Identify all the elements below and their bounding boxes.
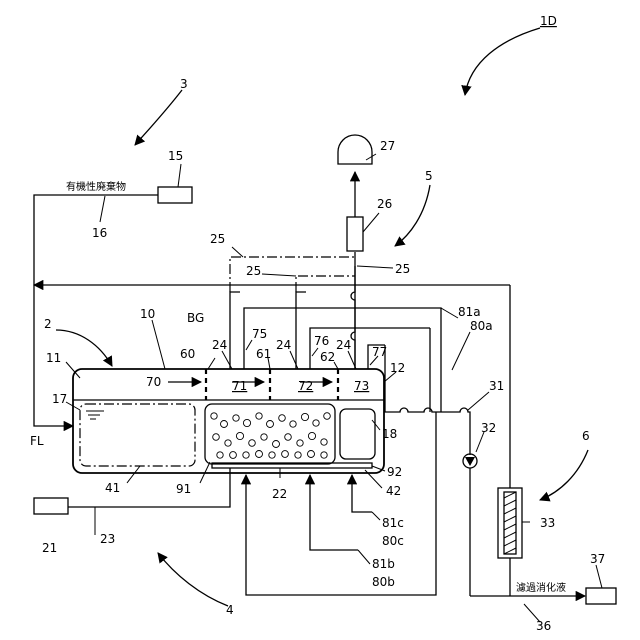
label-26: 26 <box>377 197 392 211</box>
label-73: 73 <box>354 379 369 393</box>
pointer-arrow-2 <box>56 330 112 366</box>
label-42: 42 <box>386 484 401 498</box>
bottom-line-4 <box>246 412 436 595</box>
label-25c: 25 <box>395 262 410 276</box>
label-16: 16 <box>92 226 107 240</box>
label-25a: 25 <box>210 232 225 246</box>
gas-meter-26 <box>347 217 363 251</box>
label-15: 15 <box>168 149 183 163</box>
pointer-arrow-4 <box>158 553 228 606</box>
label-77: 77 <box>372 345 387 359</box>
label-80a: 80a <box>470 319 493 333</box>
label-75: 75 <box>252 327 267 341</box>
label-filtrate: 濾過消化液 <box>516 581 566 594</box>
membrane-hatch <box>504 492 516 554</box>
carrier-particles <box>211 413 331 459</box>
label-bg: BG <box>187 311 204 325</box>
label-27: 27 <box>380 139 395 153</box>
pointer-arrow-1d <box>465 28 540 95</box>
label-81b: 81b <box>372 557 395 571</box>
label-6: 6 <box>582 429 590 443</box>
pump-triangle <box>465 457 475 466</box>
label-41: 41 <box>105 481 120 495</box>
label-11: 11 <box>46 351 61 365</box>
label-33: 33 <box>540 516 555 530</box>
label-81a: 81a <box>458 305 481 319</box>
label-81c: 81c <box>382 516 404 530</box>
label-36: 36 <box>536 619 551 633</box>
label-71: 71 <box>232 379 247 393</box>
label-37: 37 <box>590 552 605 566</box>
label-70: 70 <box>146 375 161 389</box>
label-72: 72 <box>298 379 313 393</box>
label-21: 21 <box>42 541 57 555</box>
digester-tank <box>73 369 384 473</box>
label-4: 4 <box>226 603 234 617</box>
label-18: 18 <box>382 427 397 441</box>
membrane-separator-33 <box>498 488 522 558</box>
label-fl: FL <box>30 434 44 448</box>
liquid-level-marks <box>86 411 104 419</box>
label-31: 31 <box>489 379 504 393</box>
label-91: 91 <box>176 482 191 496</box>
label-80b: 80b <box>372 575 395 589</box>
gas-pipe-crossovers <box>351 266 355 369</box>
gas-supply-21 <box>34 498 68 514</box>
filtrate-tank-37 <box>586 588 616 604</box>
label-23: 23 <box>100 532 115 546</box>
pointer-arrow-5 <box>395 185 430 246</box>
label-24c: 24 <box>336 338 351 352</box>
label-3: 3 <box>180 77 188 91</box>
pointer-arrow-6 <box>540 450 588 500</box>
label-12: 12 <box>390 361 405 375</box>
label-76: 76 <box>314 334 329 348</box>
bottom-line-b <box>310 475 358 550</box>
label-organic-waste: 有機性廃棄物 <box>66 180 126 193</box>
line-75 <box>244 308 441 412</box>
label-80c: 80c <box>382 534 404 548</box>
label-10: 10 <box>140 307 155 321</box>
liquid-region-fl <box>80 404 195 466</box>
label-32: 32 <box>481 421 496 435</box>
bottom-line-c <box>352 475 372 512</box>
label-25b: 25 <box>246 264 261 278</box>
label-24a: 24 <box>212 338 227 352</box>
gas-pipe-72 <box>296 292 306 369</box>
gas-pipe-71 <box>230 292 240 369</box>
pointer-arrow-3 <box>135 90 182 145</box>
label-24b: 24 <box>276 338 291 352</box>
label-62: 62 <box>320 350 335 364</box>
label-60: 60 <box>180 347 195 361</box>
phantom-line-25b <box>296 276 355 292</box>
label-5: 5 <box>425 169 433 183</box>
label-2: 2 <box>44 317 52 331</box>
label-22: 22 <box>272 487 287 501</box>
label-17: 17 <box>52 392 67 406</box>
label-fig: 1D <box>540 14 557 28</box>
waste-feeder-15 <box>158 187 192 203</box>
label-92: 92 <box>387 465 402 479</box>
label-61: 61 <box>256 347 271 361</box>
filter-block <box>340 409 375 459</box>
